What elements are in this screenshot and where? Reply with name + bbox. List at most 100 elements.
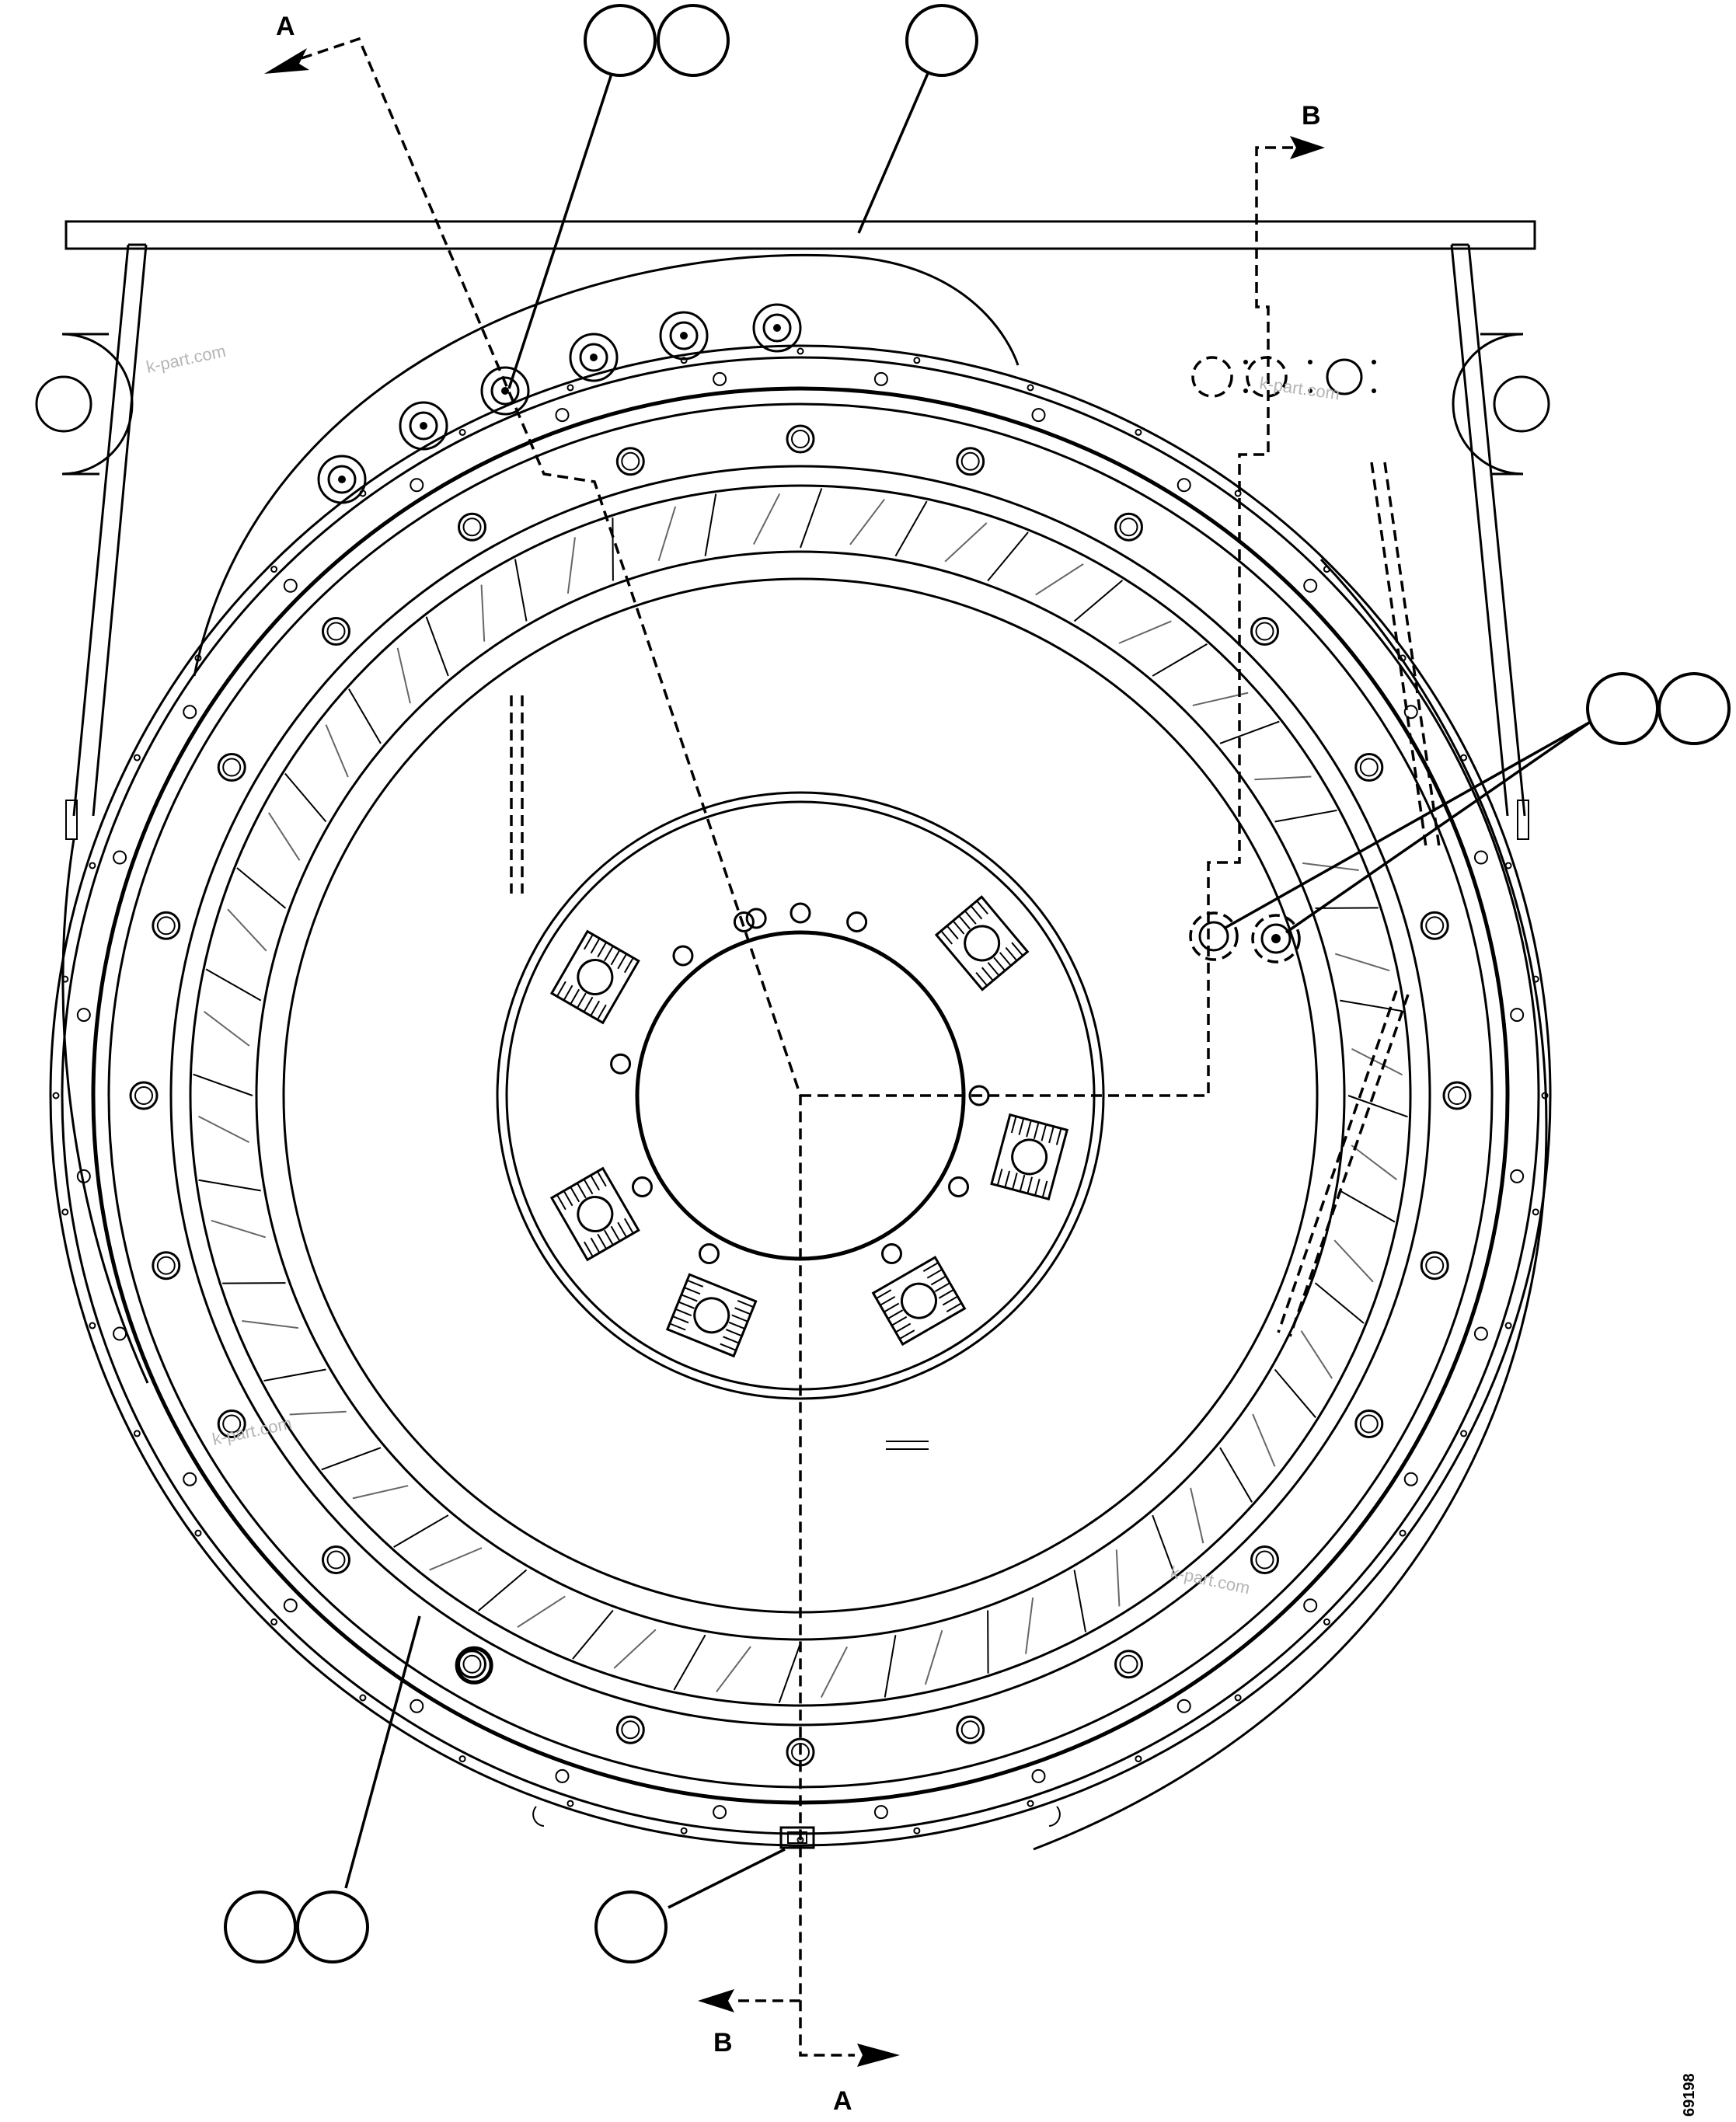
rim-pin: [913, 357, 921, 364]
clamp-hatch: [675, 1308, 692, 1316]
clamp-block: [990, 1113, 1069, 1201]
flange-bolt-head: [960, 451, 980, 471]
left-side-bracket: [65, 800, 78, 840]
fan-blade-edge: [987, 531, 1029, 582]
clamp-hatch: [728, 1321, 745, 1329]
flange-bolt-head: [791, 1743, 810, 1761]
rim-pin: [566, 1800, 574, 1807]
flange-bolt-head: [960, 1720, 980, 1740]
fan-blade-edge: [704, 493, 717, 556]
rim-pin: [52, 1092, 60, 1099]
clamp-hatch: [590, 1237, 601, 1253]
clamp-bolt: [901, 1282, 937, 1319]
rim-pin: [270, 1618, 278, 1625]
blade-ring-outer: [169, 465, 1431, 1727]
clamp-hatch: [603, 1229, 614, 1246]
flange-bolt: [152, 911, 181, 940]
watermark: k-part.com: [145, 341, 228, 377]
clamp-hatch: [584, 934, 594, 950]
flange-bolt: [321, 616, 350, 646]
flange-bolt-head: [1448, 1086, 1466, 1105]
hub-clamp-blocks: [549, 895, 1069, 1358]
fan-blade-curve: [517, 1595, 566, 1628]
rim-hole: [555, 408, 570, 423]
flange-bolt-head: [621, 451, 640, 471]
section-label-a-bottom: A: [833, 2086, 852, 2116]
left-lifting-eye-hole: [35, 375, 92, 433]
rim-hole: [1303, 1598, 1318, 1613]
fan-blade-curve: [1190, 1487, 1204, 1544]
clamp-hatch: [672, 1315, 689, 1324]
flange-bolt-head: [326, 1550, 346, 1570]
clamp-hatch: [1012, 1173, 1018, 1190]
flange-bolt-head: [1119, 1654, 1138, 1674]
rim-hole: [1177, 478, 1191, 493]
hub-hole: [631, 1176, 653, 1197]
callout-balloon-bottom-left-1: [224, 1890, 297, 1963]
flange-bolt: [1354, 1409, 1384, 1438]
clamp-hatch: [583, 996, 594, 1012]
clamp-hatch: [1011, 942, 1023, 956]
boss: [480, 366, 530, 416]
rim-hole: [1403, 705, 1418, 720]
rim-pin: [61, 1208, 69, 1216]
clamp-hatch: [1026, 1120, 1032, 1138]
fan-blade-curve: [289, 1410, 347, 1416]
clamp-hatch: [590, 1175, 601, 1191]
fan-blade-curve: [820, 1646, 849, 1698]
clamp-hatch: [623, 957, 634, 974]
rim-hole: [410, 1699, 424, 1713]
clamp-hatch: [597, 1233, 608, 1249]
clamp-hatch: [1033, 1122, 1040, 1140]
hub-hole: [610, 1053, 632, 1075]
clamp-hatch: [584, 1241, 594, 1257]
flange-bolt-head: [1359, 1414, 1379, 1434]
flange-bolt-head: [462, 1654, 482, 1674]
flange-bolt: [1114, 512, 1143, 542]
fan-blade-curve: [198, 1115, 249, 1144]
clamp-hatch: [570, 988, 580, 1005]
clamp-hatch: [563, 1190, 573, 1207]
flange-bolt-head: [462, 517, 482, 537]
rim-pin: [89, 1322, 96, 1329]
fan-blade-curve: [1115, 1549, 1121, 1607]
watermark: k-part.com: [1169, 1562, 1252, 1598]
clamp-hatch: [576, 992, 587, 1009]
fan-blade-curve: [566, 537, 576, 594]
rim-pin: [1399, 1529, 1407, 1537]
internal-oil-lines: [510, 462, 1441, 1450]
hub-plate-outer: [496, 791, 1105, 1400]
rim-pin: [458, 1755, 466, 1763]
fan-blade-edge: [348, 688, 382, 744]
clamp-hatch: [596, 1171, 607, 1187]
rim-hole-set: [52, 347, 1549, 1844]
clamp-hatch: [725, 1329, 743, 1337]
boss: [752, 303, 802, 353]
rim-hole: [183, 705, 197, 720]
rim-pin: [89, 862, 96, 869]
fan-blade-curve: [227, 908, 267, 952]
fan-blade-edge: [1274, 1368, 1316, 1419]
clamp-hatch: [895, 1322, 912, 1333]
clamp-block: [549, 929, 640, 1025]
fan-blade-edge: [1339, 1190, 1396, 1223]
arrow-a-top: [264, 48, 309, 74]
clamp-hatch: [1019, 1174, 1026, 1192]
rim-hole: [1510, 1169, 1525, 1183]
rim-pin: [1323, 566, 1330, 573]
fan-blade-edge: [425, 616, 449, 677]
clamp-hatch: [891, 1315, 908, 1326]
fan-blade-edge: [205, 968, 262, 1002]
top-mounting-plate: [64, 220, 1536, 250]
clamp-hatch: [1010, 1116, 1017, 1134]
flange-bolt-head: [791, 430, 810, 448]
fan-blade-curve: [1025, 1597, 1034, 1654]
right-leg: [1450, 244, 1509, 817]
clamp-hatch: [623, 1218, 634, 1234]
rim-pin: [194, 654, 202, 662]
fan-blade-curve: [849, 498, 885, 545]
marked-bolt: [455, 1646, 493, 1685]
clamp-hatch: [952, 920, 965, 935]
fan-blade-edge: [673, 1634, 706, 1691]
rim-pin: [1541, 1092, 1549, 1099]
